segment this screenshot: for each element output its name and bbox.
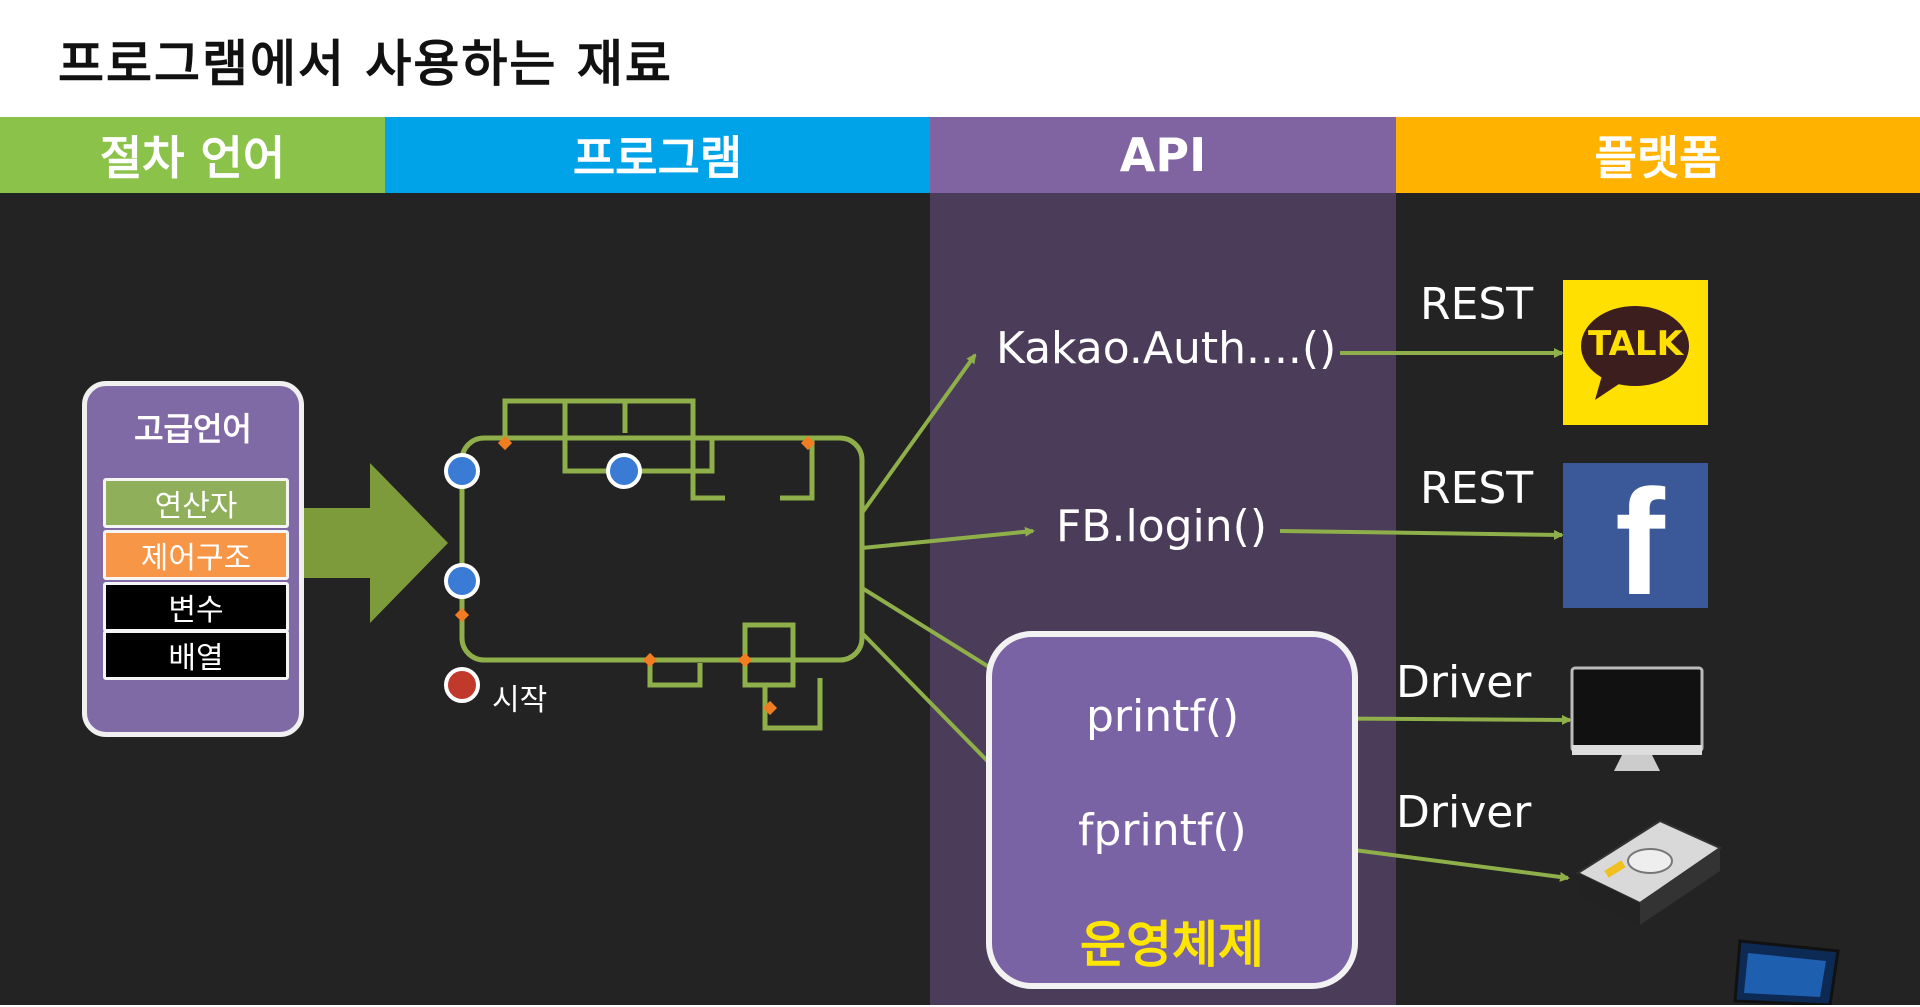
api-printf: printf() [1086, 691, 1240, 742]
diagram-stage: 고급언어 연산자 제어구조 변수 배열 시작 운영체제 Kakao.Auth..… [0, 193, 1920, 1005]
operating-system-box: 운영체제 [986, 631, 1358, 989]
high-level-language-box: 고급언어 연산자 제어구조 변수 배열 [82, 381, 304, 737]
item-variables: 변수 [103, 582, 289, 632]
header-row: 절차 언어 프로그램 API 플랫폼 [0, 117, 1920, 193]
connection-label-rest: REST [1420, 279, 1534, 330]
header-procedural-language: 절차 언어 [0, 117, 385, 193]
start-label: 시작 [492, 683, 548, 718]
page-title: 프로그램에서 사용하는 재료 [58, 35, 673, 93]
facebook-f: f [1615, 458, 1665, 626]
header-label: 플랫폼 [1594, 131, 1722, 185]
header-label: 절차 언어 [99, 131, 286, 185]
item-arrays: 배열 [103, 630, 289, 680]
item-control-structures: 제어구조 [103, 530, 289, 580]
high-level-language-title: 고급언어 [134, 410, 252, 448]
kakao-talk-icon: TALK [1563, 280, 1708, 425]
facebook-icon: f [1563, 463, 1708, 617]
flow-nodes [444, 453, 642, 703]
talk-bubble [1581, 306, 1689, 400]
header-program: 프로그램 [385, 117, 930, 193]
connection-label-driver: Driver [1396, 657, 1532, 708]
monitor-icon [1570, 666, 1704, 771]
header-label: API [1119, 128, 1207, 182]
connection-label-driver: Driver [1396, 787, 1532, 838]
diagram-drawing [300, 348, 1840, 1005]
big-arrow [300, 463, 448, 623]
item-operators: 연산자 [103, 478, 289, 528]
header-platform: 플랫폼 [1396, 117, 1920, 193]
api-kakao-auth: Kakao.Auth....() [996, 323, 1337, 374]
title-bar: 프로그램에서 사용하는 재료 [0, 0, 1920, 117]
api-fb-login: FB.login() [1056, 501, 1267, 552]
connection-label-rest: REST [1420, 463, 1534, 514]
flow-markers [454, 435, 816, 716]
talk-text: TALK [1588, 324, 1683, 364]
header-api: API [930, 117, 1396, 193]
operating-system-label: 운영체제 [1080, 916, 1264, 974]
screen-graphic [1733, 939, 1840, 1005]
header-label: 프로그램 [572, 131, 743, 185]
api-fprintf: fprintf() [1078, 805, 1247, 856]
hard-drive-icon [1575, 819, 1723, 925]
